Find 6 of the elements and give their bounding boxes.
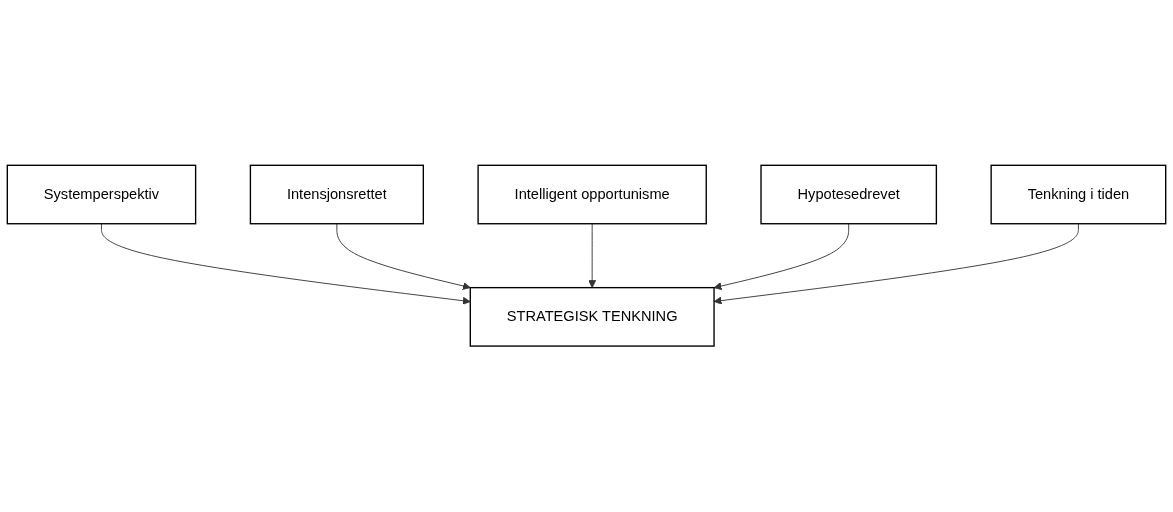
node-box: STRATEGISK TENKNING — [469, 287, 715, 348]
node-box: Hypotesedrevet — [760, 164, 938, 225]
node-box: Intensjonsrettet — [249, 164, 424, 225]
node-box: Intelligent opportunisme — [477, 164, 707, 225]
node-box: Tenkning i tiden — [990, 164, 1167, 225]
node-box: Systemperspektiv — [6, 164, 197, 225]
